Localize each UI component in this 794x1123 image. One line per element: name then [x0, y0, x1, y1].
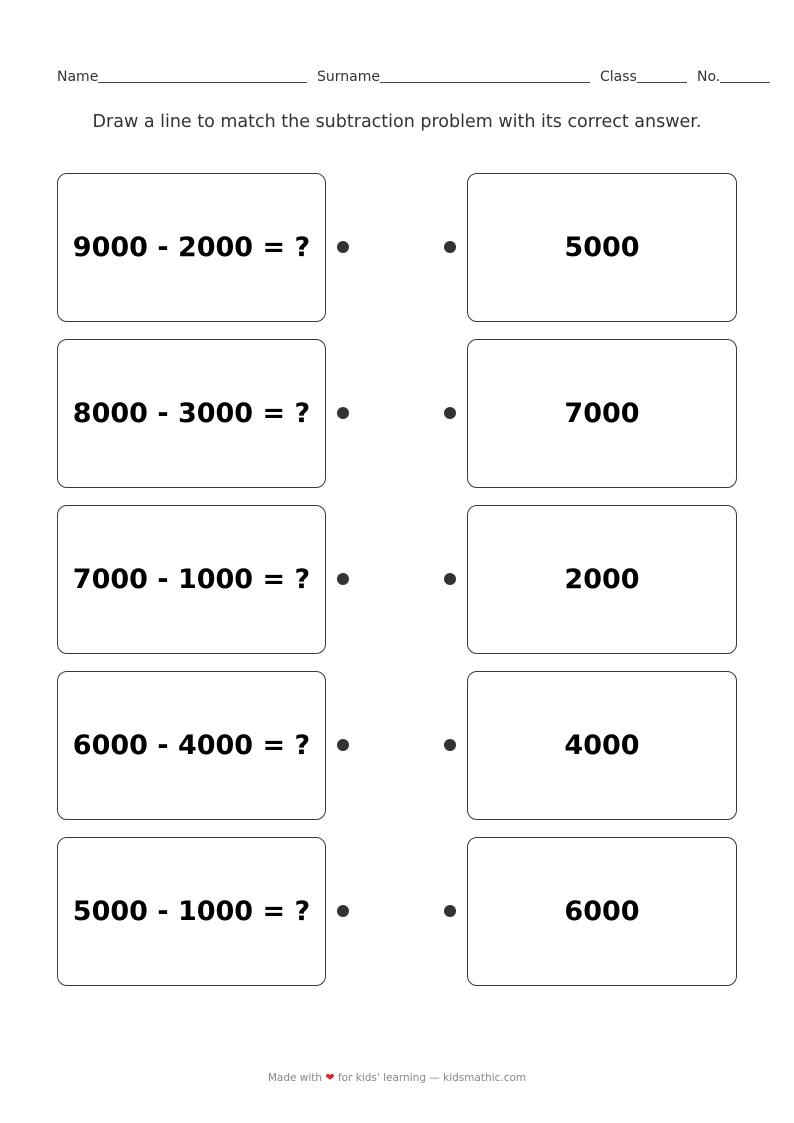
class-line[interactable] [636, 68, 687, 83]
problem-dot-1[interactable] [337, 241, 349, 253]
answer-dot-3[interactable] [444, 573, 456, 585]
number-label: No. [697, 69, 721, 85]
student-info-row: Name Surname Class No. [57, 68, 773, 88]
problem-box-4: 6000 - 4000 = ? [57, 671, 326, 820]
answer-dot-2[interactable] [444, 407, 456, 419]
heart-icon: ❤ [325, 1071, 335, 1084]
answer-box-4: 4000 [467, 671, 737, 820]
number-field[interactable]: No. [697, 68, 771, 86]
name-field[interactable]: Name [57, 68, 308, 86]
footer-prefix: Made with [267, 1072, 323, 1084]
problem-box-1: 9000 - 2000 = ? [57, 173, 326, 322]
problem-dot-4[interactable] [337, 739, 349, 751]
problem-box-5: 5000 - 1000 = ? [57, 837, 326, 986]
answer-box-5: 6000 [467, 837, 737, 986]
class-field[interactable]: Class [600, 68, 687, 86]
footer: Made with ❤ for kids' learning — kidsmat… [0, 1071, 794, 1084]
footer-suffix: for kids' learning — kidsmathic.com [337, 1072, 527, 1084]
answer-dot-4[interactable] [444, 739, 456, 751]
answer-box-1: 5000 [467, 173, 737, 322]
problem-box-3: 7000 - 1000 = ? [57, 505, 326, 654]
problem-box-2: 8000 - 3000 = ? [57, 339, 326, 488]
problem-dot-5[interactable] [337, 905, 349, 917]
surname-label: Surname [317, 69, 380, 85]
answer-dot-5[interactable] [444, 905, 456, 917]
instructions: Draw a line to match the subtraction pro… [92, 112, 702, 132]
answer-dot-1[interactable] [444, 241, 456, 253]
problem-dot-3[interactable] [337, 573, 349, 585]
number-line[interactable] [720, 68, 771, 83]
name-label: Name [57, 69, 99, 85]
class-label: Class [600, 69, 637, 85]
surname-field[interactable]: Surname [317, 68, 590, 86]
surname-line[interactable] [379, 68, 590, 83]
answer-box-3: 2000 [467, 505, 737, 654]
answer-box-2: 7000 [467, 339, 737, 488]
problem-dot-2[interactable] [337, 407, 349, 419]
name-line[interactable] [98, 68, 308, 83]
